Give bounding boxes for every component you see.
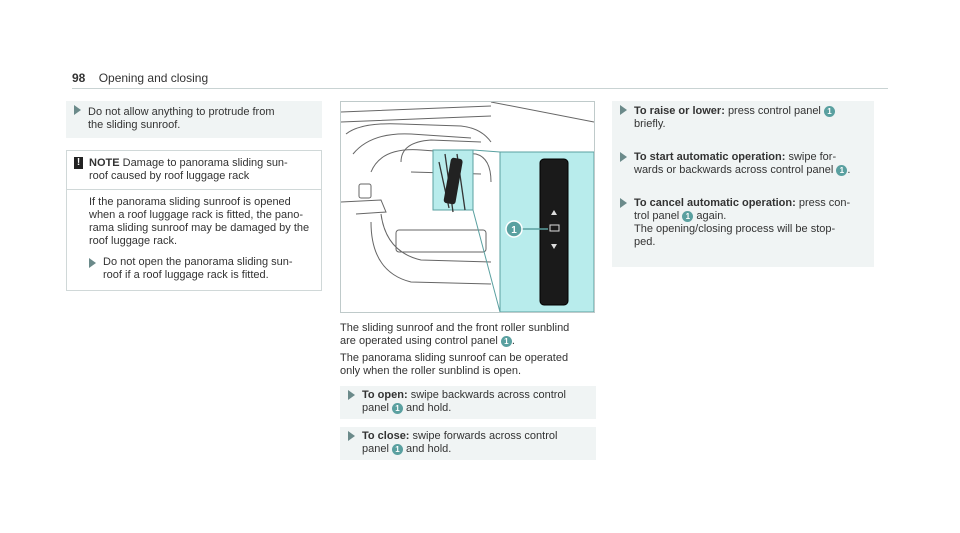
note-label: NOTE (89, 157, 120, 169)
step-label: To close: (362, 430, 410, 442)
step-text: again. (696, 210, 727, 222)
callout-badge: 1 (682, 210, 694, 222)
callout-badge: 1 (823, 105, 835, 117)
bullet-text: the sliding sunroof. (88, 119, 181, 131)
step-text: briefly. (634, 118, 666, 130)
bullet-arrow-icon (620, 152, 627, 162)
callout-badge: 1 (391, 402, 403, 414)
section-title: Opening and closing (98, 71, 209, 85)
bullet-arrow-icon (620, 105, 627, 115)
caption-line: are operated using control panel (340, 335, 498, 347)
right-column: To raise or lower: press control panel 1… (612, 101, 874, 267)
note-step: Do not open the panorama sliding sun- ro… (89, 254, 313, 286)
note-line: roof luggage rack. (89, 235, 178, 247)
bullet-arrow-icon (620, 198, 627, 208)
callout-badge: 1 (391, 443, 403, 455)
bullet-arrow-icon (348, 431, 355, 441)
note-title-1: Damage to panorama sliding sun- (122, 157, 288, 169)
bullet-text: Do not allow anything to protrude from (88, 106, 275, 118)
callout-badge: 1 (500, 335, 512, 347)
caption-line: The sliding sunroof and the front roller… (340, 322, 570, 334)
step-text: wards or backwards across control panel (634, 164, 834, 176)
step-open: To open: swipe backwards across control … (340, 386, 596, 419)
step-text: panel (362, 402, 389, 414)
note-paragraph: If the panorama sliding sunroof is opene… (89, 196, 313, 248)
step-auto-cancel: To cancel automatic operation: press con… (612, 183, 874, 267)
caption-line: The panorama sliding sunroof can be oper… (340, 352, 569, 364)
step-close: To close: swipe forwards across control … (340, 427, 596, 460)
step-text: press con- (798, 197, 851, 209)
bullet-arrow-icon (348, 390, 355, 400)
figure-callout: 1 (511, 225, 517, 236)
caption-2: The panorama sliding sunroof can be oper… (340, 352, 596, 378)
step-auto-start: To start automatic operation: swipe for-… (612, 137, 874, 183)
note-heading: ! NOTE Damage to panorama sliding sun- r… (67, 151, 321, 190)
step-text: swipe backwards across control (410, 389, 566, 401)
left-column: Do not allow anything to protrude from t… (66, 101, 322, 291)
overhead-console-illustration: 1 (341, 102, 594, 312)
note-title-2: roof caused by roof luggage rack (89, 170, 250, 182)
step-label: To open: (362, 389, 408, 401)
warning-icon: ! (74, 157, 83, 169)
note-line: rama sliding sunroof may be damaged by t… (89, 222, 310, 234)
bullet-arrow-icon (89, 258, 96, 268)
bullet-protrude: Do not allow anything to protrude from t… (66, 101, 322, 138)
step-text: press control panel (727, 105, 821, 117)
callout-badge: 1 (836, 164, 848, 176)
caption: The sliding sunroof and the front roller… (340, 322, 570, 347)
note-step-line: roof if a roof luggage rack is fitted. (103, 269, 269, 281)
note-line: If the panorama sliding sunroof is opene… (89, 196, 291, 208)
note-step-line: Do not open the panorama sliding sun- (103, 256, 293, 268)
note-line: when a roof luggage rack is fitted, the … (89, 209, 304, 221)
step-text: panel (362, 443, 389, 455)
step-label: To start automatic operation: (634, 151, 786, 163)
control-panel-figure: 1 (340, 101, 595, 313)
caption-line: only when the roller sunblind is open. (340, 365, 522, 377)
step-label: To cancel automatic operation: (634, 197, 796, 209)
step-raise-lower: To raise or lower: press control panel 1… (612, 101, 874, 137)
step-text: swipe forwards across control (412, 430, 558, 442)
note-box: ! NOTE Damage to panorama sliding sun- r… (66, 150, 322, 291)
step-text: The opening/closing process will be stop… (634, 223, 836, 235)
step-text: and hold. (406, 402, 452, 414)
step-text: trol panel (634, 210, 680, 222)
page-header: 98 Opening and closing (72, 71, 208, 85)
step-text: and hold. (406, 443, 452, 455)
bullet-arrow-icon (74, 105, 81, 115)
step-text: ped. (634, 236, 656, 248)
step-label: To raise or lower: (634, 105, 725, 117)
header-divider (72, 88, 888, 89)
page-number: 98 (72, 71, 86, 85)
note-body: If the panorama sliding sunroof is opene… (67, 190, 321, 290)
step-text: swipe for- (788, 151, 837, 163)
middle-column: The sliding sunroof and the front roller… (340, 322, 596, 460)
